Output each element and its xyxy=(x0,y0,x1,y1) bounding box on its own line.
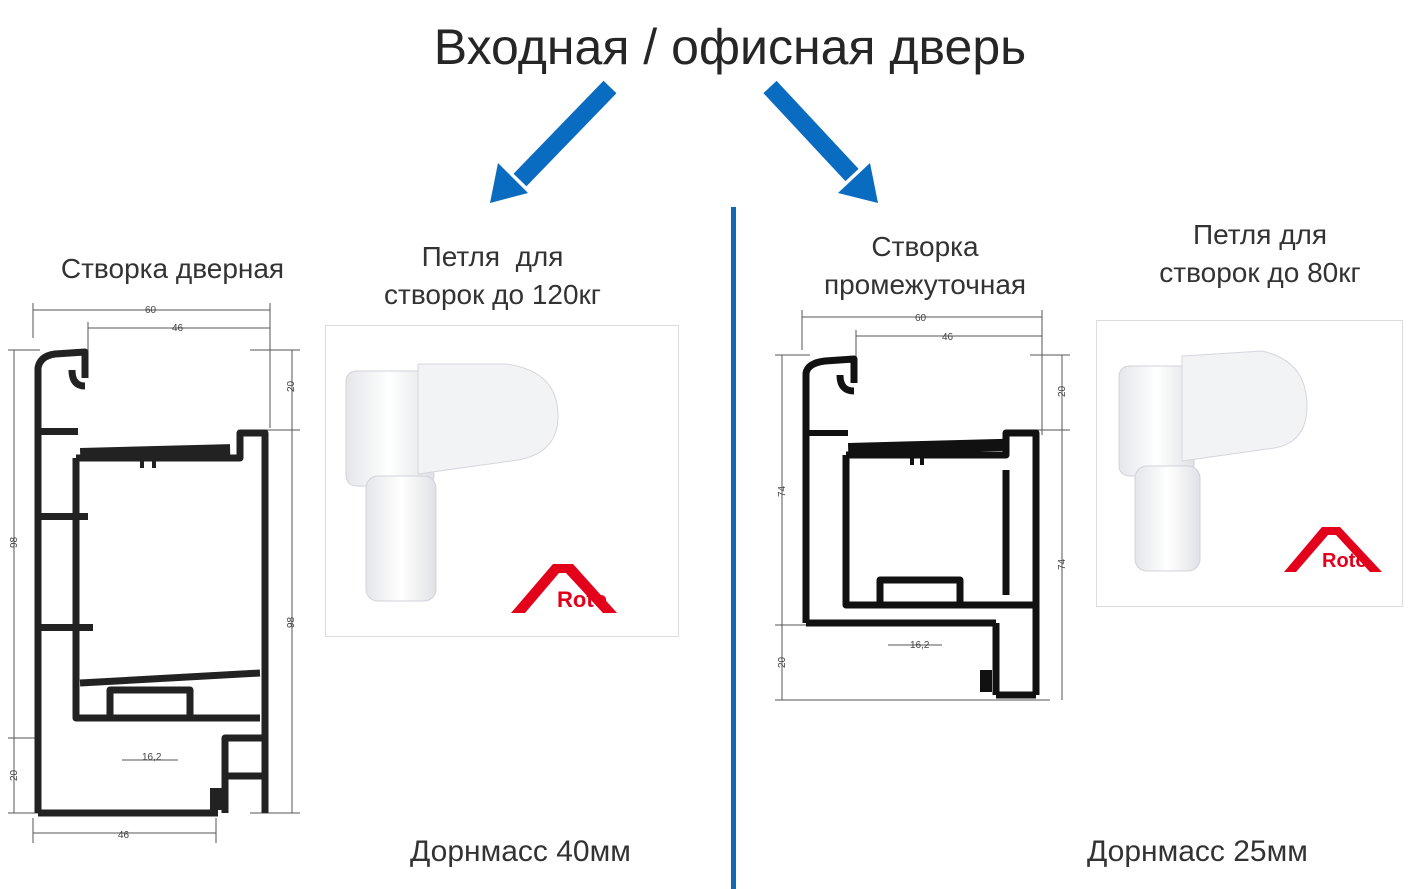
arrow-right-icon xyxy=(763,80,878,203)
arrows xyxy=(490,80,878,203)
right-profile-drawing: 60 46 16,2 20 74 74 20 xyxy=(775,310,1070,701)
center-divider xyxy=(731,207,736,889)
dim-left-60: 60 xyxy=(145,305,157,316)
hinge-image xyxy=(1118,350,1308,572)
dim-right-20-bottom: 20 xyxy=(777,656,788,668)
left-profile-label: Створка дверная xyxy=(60,253,285,284)
dim-left-46-bottom: 46 xyxy=(118,830,130,841)
right-hinge-label: Петля для створок до 80кг xyxy=(1115,216,1405,292)
dim-left-98: 98 xyxy=(9,536,20,548)
right-profile-label-line2: промежуточная xyxy=(823,269,1027,300)
right-caption: Дорнмасс 25мм xyxy=(1087,835,1308,868)
left-hinge-photo: Roto xyxy=(325,325,679,637)
left-roto-text: Roto xyxy=(557,587,608,612)
left-hinge-label: Петля для створок до 120кг xyxy=(340,238,645,314)
right-roto-logo: Roto xyxy=(1284,524,1394,576)
left-hinge-label-line1: Петля для xyxy=(421,241,564,272)
page-title: Входная / офисная дверь xyxy=(433,19,1027,75)
left-caption: Дорнмасс 40мм xyxy=(410,835,631,868)
arrow-left-icon xyxy=(490,80,617,203)
dim-left-98-right: 98 xyxy=(286,616,297,628)
right-hinge-label-line2: створок до 80кг xyxy=(1159,257,1361,288)
right-hinge-photo: Roto xyxy=(1096,320,1403,607)
dim-right-74-right: 74 xyxy=(1057,558,1068,570)
dim-left-16: 16,2 xyxy=(142,752,162,763)
dim-right-16: 16,2 xyxy=(910,640,930,651)
dim-right-74: 74 xyxy=(777,485,788,497)
dim-left-20-top: 20 xyxy=(286,380,297,392)
dim-right-20-top: 20 xyxy=(1057,385,1068,397)
dim-left-20-bottom: 20 xyxy=(9,769,20,781)
left-roto-logo: Roto xyxy=(511,561,641,616)
right-profile-label-line1: Створка xyxy=(871,231,979,262)
left-hinge-label-line2: створок до 120кг xyxy=(384,279,601,310)
right-hinge-label-line1: Петля для xyxy=(1192,219,1328,250)
right-roto-text: Roto xyxy=(1322,550,1368,572)
hinge-image xyxy=(345,363,559,602)
dim-right-46: 46 xyxy=(942,332,954,343)
dim-right-60: 60 xyxy=(915,313,927,324)
left-profile-drawing: 60 46 16,2 46 20 98 98 20 xyxy=(8,303,300,843)
dim-left-46: 46 xyxy=(172,323,184,334)
right-profile-label: Створка промежуточная xyxy=(790,228,1060,304)
